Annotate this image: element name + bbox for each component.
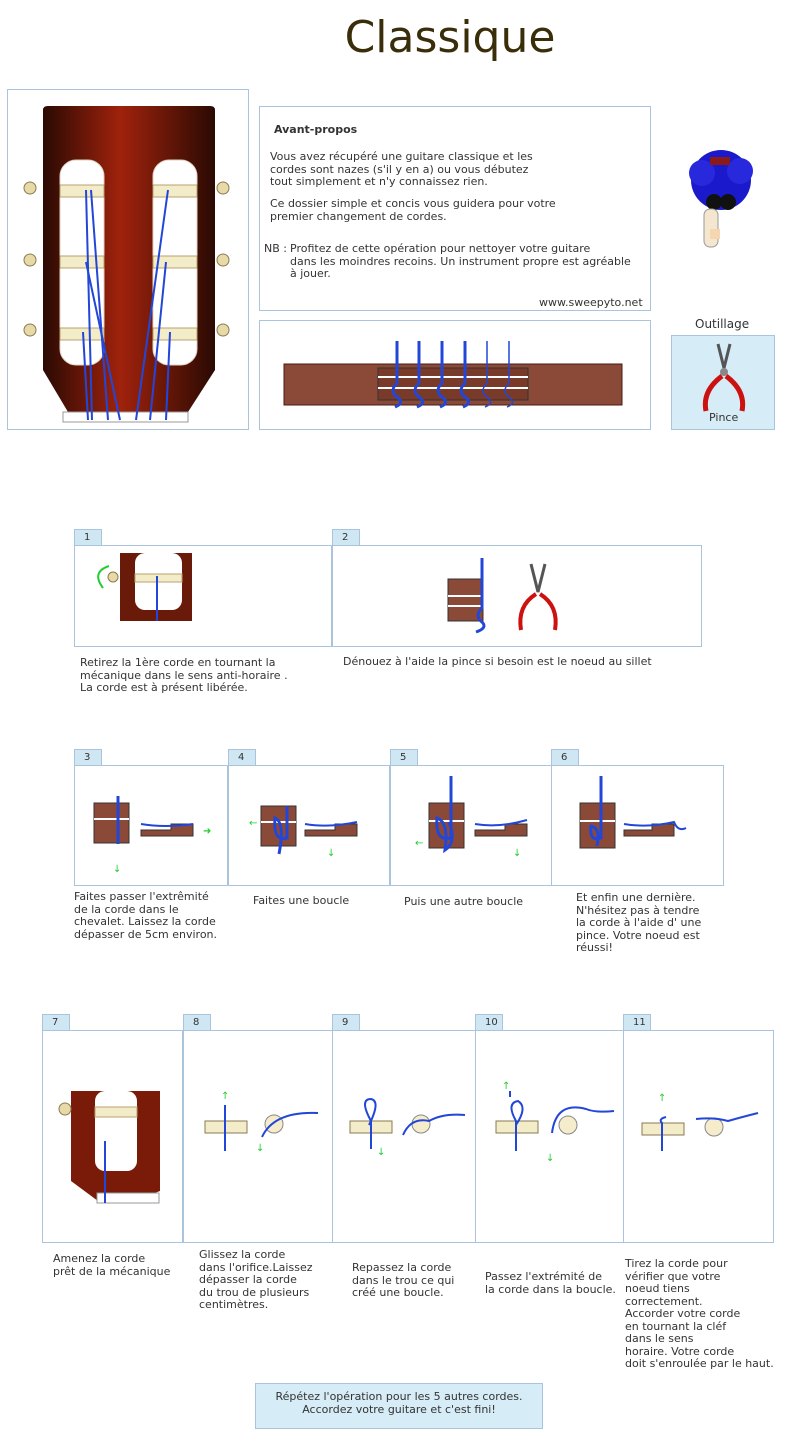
step-2-illustration	[447, 558, 558, 634]
step-text-2: Dénouez à l'aide la pince si besoin est …	[343, 655, 652, 668]
step-panel-9: ↓	[332, 1030, 476, 1243]
step-panel-6	[551, 765, 724, 886]
svg-text:↑: ↑	[502, 1081, 510, 1092]
step-panel-5: ← ↓	[390, 765, 552, 886]
svg-text:↑: ↑	[221, 1091, 229, 1102]
tool-card-pliers: Pince	[671, 335, 775, 430]
step-tab-9: 9	[332, 1014, 360, 1030]
step-panel-1	[74, 545, 332, 647]
step-panel-8: ↑ ↓	[183, 1030, 333, 1243]
step-6-illustration	[579, 776, 687, 849]
step-7-illustration	[58, 1091, 160, 1204]
svg-text:↓: ↓	[113, 864, 121, 875]
step-panel-11: ↑	[623, 1030, 774, 1243]
svg-text:↑: ↑	[658, 1093, 666, 1104]
step-tab-8: 8	[183, 1014, 211, 1030]
step-tab-11: 11	[623, 1014, 651, 1030]
bridge-overview-box	[259, 320, 651, 430]
tools-heading: Outillage	[695, 317, 750, 331]
step-11-illustration: ↑	[641, 1093, 759, 1151]
step-text-3: Faites passer l'extrêmité de la corde da…	[74, 890, 218, 941]
step-tab-1: 1	[74, 529, 102, 545]
step-panel-3: ➜ ↓	[74, 765, 228, 886]
svg-text:↓: ↓	[327, 848, 335, 859]
step-tab-3: 3	[74, 749, 102, 765]
bridge-illustration	[283, 341, 623, 409]
tool-label: Pince	[709, 411, 739, 424]
foreword-heading: Avant-propos	[274, 123, 358, 136]
step-tab-5: 5	[390, 749, 418, 765]
step-9-illustration: ↓	[349, 1097, 466, 1158]
page-title: Classique	[344, 12, 556, 63]
step-4-illustration: ← ↓	[249, 805, 358, 859]
step-panel-2	[332, 545, 702, 647]
svg-text:↓: ↓	[377, 1147, 385, 1158]
step-text-7: Amenez la corde prêt de la mécanique	[53, 1252, 171, 1278]
nb-text: Profitez de cette opération pour nettoye…	[290, 242, 631, 280]
step-tab-10: 10	[475, 1014, 503, 1030]
step-tab-2: 2	[332, 529, 360, 545]
step-text-9: Repassez la corde dans le trou ce qui cr…	[352, 1261, 455, 1299]
step-1-illustration	[97, 553, 192, 621]
step-10-illustration: ↑ ↓	[495, 1081, 615, 1164]
svg-text:↓: ↓	[546, 1153, 554, 1164]
mascot-icon	[689, 150, 753, 248]
svg-text:↓: ↓	[256, 1143, 264, 1154]
step-5-illustration: ← ↓	[415, 776, 528, 859]
foreword-paragraph-1: Vous avez récupéré une guitare classique…	[270, 150, 533, 188]
step-8-illustration: ↑ ↓	[204, 1091, 319, 1154]
step-text-1: Retirez la 1ère corde en tournant la méc…	[80, 656, 288, 694]
step-3-illustration: ➜ ↓	[93, 796, 211, 875]
step-tab-6: 6	[551, 749, 579, 765]
site-link[interactable]: www.sweepyto.net	[539, 296, 643, 309]
step-text-6: Et enfin une dernière. N'hésitez pas à t…	[576, 891, 702, 954]
headstock-illustration-box	[7, 89, 249, 430]
step-tab-7: 7	[42, 1014, 70, 1030]
step-panel-4: ← ↓	[228, 765, 390, 886]
svg-text:➜: ➜	[203, 826, 211, 837]
foreword-paragraph-2: Ce dossier simple et concis vous guidera…	[270, 197, 556, 223]
step-panel-7	[42, 1030, 183, 1243]
step-panel-10: ↑ ↓	[475, 1030, 624, 1243]
svg-text:↓: ↓	[513, 848, 521, 859]
step-text-8: Glissez la corde dans l'orifice.Laissez …	[199, 1248, 313, 1311]
svg-text:←: ←	[415, 838, 423, 849]
step-text-11: Tirez la corde pour vérifier que votre n…	[625, 1257, 774, 1370]
step-text-5: Puis une autre boucle	[404, 895, 524, 908]
pliers-icon	[702, 343, 746, 412]
headstock-illustration	[23, 106, 230, 423]
step-text-4: Faites une boucle	[253, 894, 350, 907]
nb-label: NB :	[264, 242, 287, 255]
final-note: Répétez l'opération pour les 5 autres co…	[255, 1383, 543, 1429]
step-tab-4: 4	[228, 749, 256, 765]
foreword-box: Avant-propos Vous avez récupéré une guit…	[259, 106, 651, 311]
step-text-10: Passez l'extrémité de la corde dans la b…	[485, 1270, 616, 1296]
svg-text:←: ←	[249, 818, 257, 829]
